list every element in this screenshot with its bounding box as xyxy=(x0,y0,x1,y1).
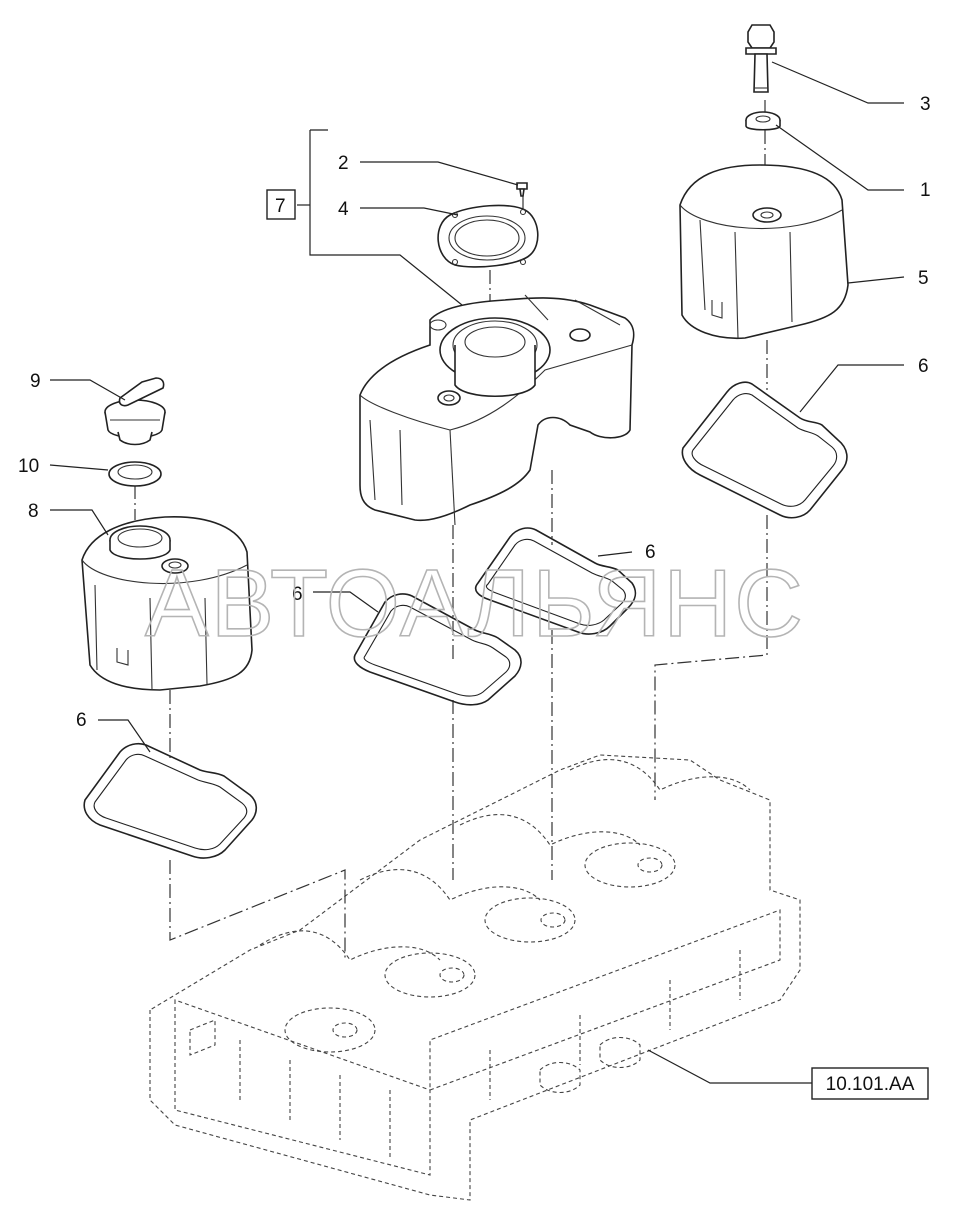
small-cover-part xyxy=(679,164,849,340)
callout-8: 8 xyxy=(28,501,39,522)
callout-7: 7 xyxy=(275,196,286,217)
callout-4: 4 xyxy=(338,199,349,220)
gasket-right xyxy=(681,381,848,519)
callout-10: 10 xyxy=(18,456,39,477)
gasket-center-lower xyxy=(353,593,522,706)
cylinder-head-phantom xyxy=(149,754,801,1201)
gasket-left xyxy=(83,742,258,859)
callout-labels: 3 1 5 6 6 6 6 2 4 7 8 9 10 xyxy=(18,94,931,731)
reference-box[interactable] xyxy=(811,1067,929,1100)
reference-link[interactable]: 10.101.AA xyxy=(811,1067,929,1100)
gasket-center-upper xyxy=(474,527,637,635)
callout-3: 3 xyxy=(920,94,931,115)
callout-2: 2 xyxy=(338,153,349,174)
callout-box-7 xyxy=(266,189,296,220)
reference-label: 10.101.AA xyxy=(826,1074,915,1095)
washer-part xyxy=(745,111,781,131)
flange-part xyxy=(437,204,539,268)
large-cover-part xyxy=(359,294,635,526)
leader-lines xyxy=(49,61,905,1084)
screw-part xyxy=(516,182,528,197)
callout-6-center-lower: 6 xyxy=(292,584,303,605)
callout-6-center-upper: 6 xyxy=(645,542,656,563)
callout-6-right: 6 xyxy=(918,356,929,377)
filler-cover-part xyxy=(81,516,253,691)
callout-5: 5 xyxy=(918,268,929,289)
bolt-part xyxy=(745,24,777,93)
callout-1: 1 xyxy=(920,180,931,201)
callout-6-left: 6 xyxy=(76,710,87,731)
callout-9: 9 xyxy=(30,371,41,392)
o-ring-part xyxy=(108,461,162,487)
watermark: АВТОАЛЬЯНС xyxy=(145,550,805,657)
filler-cap-part xyxy=(104,377,166,446)
